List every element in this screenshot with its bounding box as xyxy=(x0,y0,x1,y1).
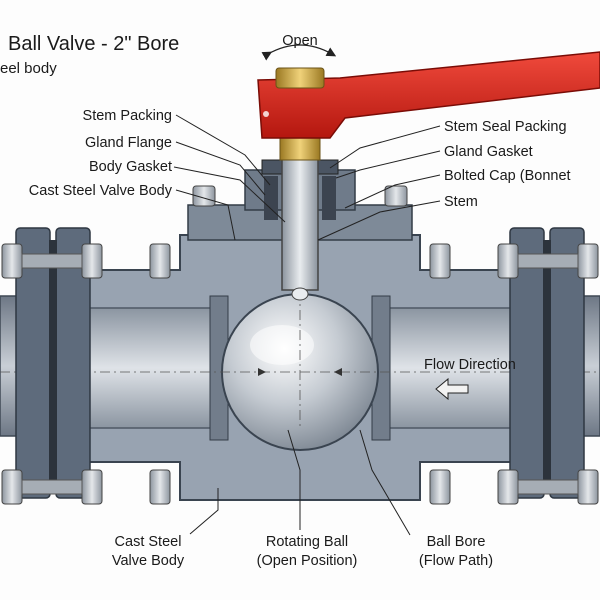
ball-highlight xyxy=(250,325,314,365)
bonnet-bolt-right xyxy=(384,185,408,207)
packing-left xyxy=(264,176,278,220)
bonnet-bolt-left xyxy=(192,185,216,207)
handle-nut xyxy=(275,67,325,89)
diagram-subtitle: eel body xyxy=(0,60,57,77)
stem xyxy=(279,137,321,301)
packing-right xyxy=(322,176,336,220)
label-bolted-cap: Bolted Cap (Bonnet xyxy=(444,168,571,184)
flange-bolts xyxy=(1,243,599,505)
label-flow-direction: Flow Direction xyxy=(424,357,516,373)
label-ball-bore-1: Ball Bore xyxy=(427,534,486,550)
flow-arrow xyxy=(435,377,469,401)
label-rotating-ball-2: (Open Position) xyxy=(257,553,358,569)
leader-lines xyxy=(173,114,441,536)
label-cast-steel-valve-body: Cast Steel Valve Body xyxy=(29,183,173,199)
rotating-ball xyxy=(0,290,600,451)
diagram-title: Ball Valve - 2" Bore xyxy=(8,33,179,55)
label-gland-flange: Gland Flange xyxy=(85,135,172,151)
open-label: Open xyxy=(282,33,317,49)
flange-right xyxy=(509,227,585,499)
label-body-gasket: Body Gasket xyxy=(89,159,172,175)
flange-left xyxy=(15,227,91,499)
handle-rivet xyxy=(263,111,269,117)
open-rotation-arrow xyxy=(261,44,337,61)
flange-gasket-left xyxy=(49,240,57,486)
label-ball-bore-2: (Flow Path) xyxy=(419,553,493,569)
stem-bushing xyxy=(279,137,321,161)
label-bottom-body-2: Valve Body xyxy=(112,553,185,569)
label-rotating-ball-1: Rotating Ball xyxy=(266,534,348,550)
flange-gasket-right xyxy=(543,240,551,486)
label-stem: Stem xyxy=(444,194,478,210)
label-bottom-body-1: Cast Steel xyxy=(115,534,182,550)
label-stem-seal-packing: Stem Seal Packing xyxy=(444,119,567,135)
lever-handle xyxy=(257,51,600,139)
label-gland-gasket: Gland Gasket xyxy=(444,144,533,160)
label-stem-packing: Stem Packing xyxy=(83,108,172,124)
